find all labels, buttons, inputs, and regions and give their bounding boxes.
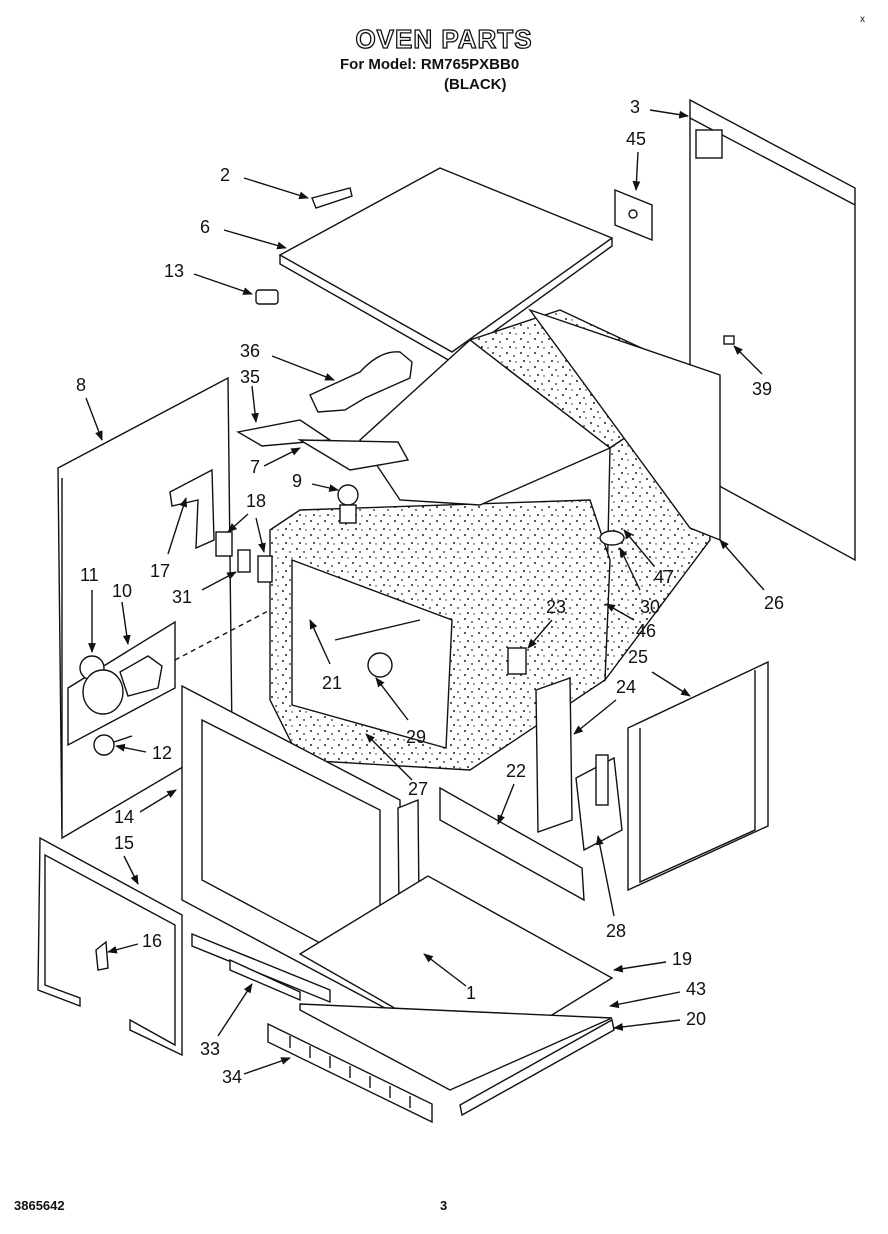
page-number: 3 <box>440 1198 448 1213</box>
callout-24: 24 <box>616 677 637 697</box>
vent-collar <box>339 504 357 524</box>
bracket-45 <box>614 188 653 242</box>
callout-16: 16 <box>142 931 163 951</box>
switch-18b <box>257 555 273 583</box>
callout-31: 31 <box>172 587 193 607</box>
cavity-top-plate <box>359 339 612 506</box>
clip-39 <box>723 335 735 345</box>
callout-3: 3 <box>630 97 641 117</box>
part-2-clip <box>311 187 353 209</box>
callout-33: 33 <box>200 1039 221 1059</box>
bulb-12 <box>93 734 115 756</box>
callout-15: 15 <box>114 833 135 853</box>
part-13-bumper <box>255 289 279 305</box>
rear-panel-notch <box>695 129 723 159</box>
oven-opening <box>291 558 453 749</box>
page-title: OVEN PARTS <box>355 23 533 54</box>
callout-39: 39 <box>752 379 773 399</box>
bracket-23 <box>507 647 527 675</box>
callout-34: 34 <box>222 1067 243 1087</box>
gasket-15 <box>37 836 183 1057</box>
callout-46: 46 <box>636 621 657 641</box>
callout-35: 35 <box>240 367 261 387</box>
bracket-24 <box>535 677 573 833</box>
callout-2: 2 <box>220 165 231 185</box>
callout-25: 25 <box>628 647 649 667</box>
callout-12: 12 <box>152 743 173 763</box>
callout-28: 28 <box>606 921 627 941</box>
side-panel-25 <box>627 660 769 892</box>
duct-36 <box>309 351 413 413</box>
part-17-bracket <box>169 468 215 550</box>
callout-29: 29 <box>406 727 427 747</box>
callout-30: 30 <box>640 597 661 617</box>
callout-20: 20 <box>686 1009 707 1029</box>
channel-22 <box>439 786 585 902</box>
callout-36: 36 <box>240 341 261 361</box>
document-code: 3865642 <box>14 1198 65 1213</box>
callout-7: 7 <box>250 457 261 477</box>
callout-8: 8 <box>76 375 87 395</box>
rear-panel <box>689 98 856 562</box>
callout-47: 47 <box>654 567 675 587</box>
plug-30 <box>599 530 625 546</box>
callout-19: 19 <box>672 949 693 969</box>
hinge-spring <box>595 754 609 806</box>
callout-11: 11 <box>80 565 99 585</box>
callout-27: 27 <box>408 779 429 799</box>
strip-43 <box>299 1003 613 1091</box>
kick-panel-33 <box>191 932 331 1004</box>
corner-mark: x <box>860 14 865 25</box>
callout-21: 21 <box>322 673 343 693</box>
switch-18 <box>215 531 233 557</box>
callout-9: 9 <box>292 471 303 491</box>
clip-16 <box>95 940 109 971</box>
light-socket-29 <box>367 652 393 678</box>
vent-part-9 <box>337 484 359 506</box>
callout-1: 1 <box>466 983 477 1003</box>
callout-6: 6 <box>200 217 211 237</box>
light-socket-10 <box>119 655 163 697</box>
callout-23: 23 <box>546 597 567 617</box>
callout-13: 13 <box>164 261 185 281</box>
callout-43: 43 <box>686 979 707 999</box>
kick-panel-33b <box>229 958 301 1002</box>
callout-10: 10 <box>112 581 133 601</box>
grille-slots <box>289 1036 411 1108</box>
callout-26: 26 <box>764 593 785 613</box>
callout-18: 18 <box>246 491 267 511</box>
bracket-7 <box>297 439 410 471</box>
light-box-outline <box>67 620 176 747</box>
switch-31 <box>237 549 251 573</box>
model-line: For Model: RM765PXBB0 <box>340 56 520 73</box>
leader-arrows <box>85 109 765 1075</box>
callout-14: 14 <box>114 807 135 827</box>
callout-22: 22 <box>506 761 527 781</box>
callout-45: 45 <box>626 129 647 149</box>
color-note: (BLACK) <box>444 76 507 93</box>
light-globe-10 <box>82 669 124 715</box>
callout-17: 17 <box>150 561 171 581</box>
